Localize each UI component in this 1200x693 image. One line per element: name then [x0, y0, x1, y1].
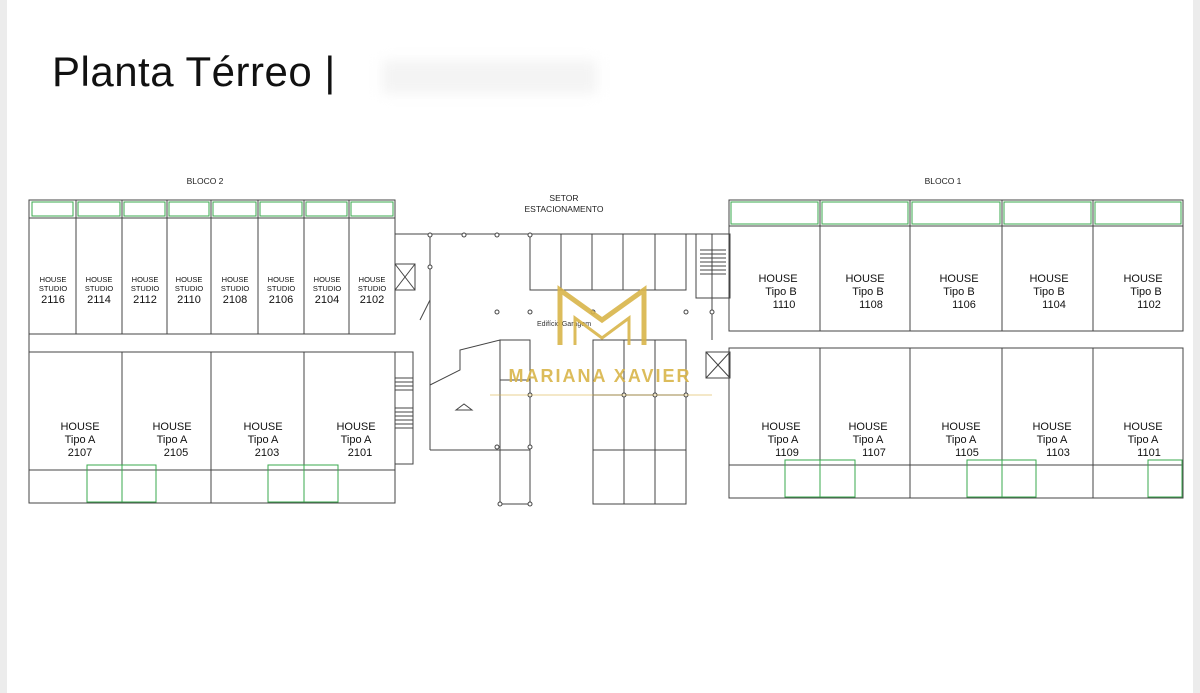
unit-2116-number: 2116	[41, 294, 65, 306]
unit-2104-line2: STUDIO	[313, 284, 342, 293]
unit-2106-number: 2106	[269, 294, 293, 306]
unit-1105-number: 1105	[955, 447, 979, 459]
unit-1107-line1: HOUSE	[848, 421, 887, 433]
unit-2108-line2: STUDIO	[221, 284, 250, 293]
unit-2112-line2: STUDIO	[131, 284, 160, 293]
unit-2116-line2: STUDIO	[39, 284, 68, 293]
watermark-logo-icon	[557, 285, 647, 345]
unit-1102-number: 1102	[1137, 299, 1161, 311]
unit-1103-number: 1103	[1046, 447, 1070, 459]
unit-1107-line2: Tipo A	[853, 434, 884, 446]
unit-1110-line1: HOUSE	[758, 273, 797, 285]
unit-2104-line1: HOUSE	[314, 275, 341, 284]
unit-2101-number: 2101	[348, 447, 372, 459]
garage-building-label: Edifício Garagem	[537, 321, 591, 328]
unit-1109-number: 1109	[775, 447, 799, 459]
unit-1101-line2: Tipo A	[1128, 434, 1159, 446]
page-edge-right	[1193, 0, 1200, 693]
unit-1108-number: 1108	[859, 299, 883, 311]
unit-2101-line1: HOUSE	[336, 421, 375, 433]
unit-2108-number: 2108	[223, 294, 247, 306]
unit-2110-line1: HOUSE	[176, 275, 203, 284]
unit-1106-line2: Tipo B	[943, 286, 974, 298]
page-title: Planta Térreo |	[52, 48, 336, 95]
unit-1104-number: 1104	[1042, 299, 1066, 311]
unit-1104-line1: HOUSE	[1029, 273, 1068, 285]
unit-2102-line2: STUDIO	[358, 284, 387, 293]
unit-1102-line1: HOUSE	[1123, 273, 1162, 285]
unit-2107-number: 2107	[68, 447, 92, 459]
unit-2112-number: 2112	[133, 294, 157, 306]
unit-2114-number: 2114	[87, 294, 111, 306]
unit-2114-line2: STUDIO	[85, 284, 114, 293]
bloco1-outline-top	[728, 199, 1184, 332]
unit-2106-line2: STUDIO	[267, 284, 296, 293]
unit-1101-line1: HOUSE	[1123, 421, 1162, 433]
bloco1-outline-bottom	[728, 347, 1184, 499]
unit-2105-line1: HOUSE	[152, 421, 191, 433]
unit-2102-number: 2102	[360, 294, 384, 306]
unit-2116-line1: HOUSE	[40, 275, 67, 284]
unit-2105-number: 2105	[164, 447, 188, 459]
parking-label-line1: SETOR	[549, 193, 578, 203]
bloco2-outline-top	[28, 199, 396, 335]
watermark-brand: MARIANA XAVIER	[508, 366, 691, 386]
unit-1108-line2: Tipo B	[852, 286, 883, 298]
unit-1104-line2: Tipo B	[1033, 286, 1064, 298]
unit-2105-line2: Tipo A	[157, 434, 188, 446]
blurred-subtitle	[382, 60, 597, 94]
unit-2110-line2: STUDIO	[175, 284, 204, 293]
unit-1110-line2: Tipo B	[765, 286, 796, 298]
unit-1107-number: 1107	[862, 447, 886, 459]
unit-2112-line1: HOUSE	[132, 275, 159, 284]
unit-2110-number: 2110	[177, 294, 201, 306]
unit-1109-line1: HOUSE	[761, 421, 800, 433]
parking-label-line2: ESTACIONAMENTO	[524, 204, 603, 214]
unit-2103-line1: HOUSE	[243, 421, 282, 433]
bloco1-label: BLOCO 1	[925, 176, 962, 186]
unit-1101-number: 1101	[1137, 447, 1161, 459]
unit-2108-line1: HOUSE	[222, 275, 249, 284]
unit-1110-number: 1110	[773, 299, 796, 311]
unit-2107-line1: HOUSE	[60, 421, 99, 433]
unit-labels: HOUSE STUDIO 2116 HOUSE STUDIO 2114 HOUS…	[39, 273, 1163, 459]
unit-1106-number: 1106	[952, 299, 976, 311]
unit-2106-line1: HOUSE	[268, 275, 295, 284]
page-edge-left	[0, 0, 7, 693]
unit-1103-line2: Tipo A	[1037, 434, 1068, 446]
unit-1108-line1: HOUSE	[845, 273, 884, 285]
unit-2103-line2: Tipo A	[248, 434, 279, 446]
unit-1106-line1: HOUSE	[939, 273, 978, 285]
unit-1102-line2: Tipo B	[1130, 286, 1161, 298]
bloco2-label: BLOCO 2	[187, 176, 224, 186]
unit-1109-line2: Tipo A	[768, 434, 799, 446]
unit-2102-line1: HOUSE	[359, 275, 386, 284]
unit-2107-line2: Tipo A	[65, 434, 96, 446]
unit-1103-line1: HOUSE	[1032, 421, 1071, 433]
unit-2104-number: 2104	[315, 294, 339, 306]
unit-2101-line2: Tipo A	[341, 434, 372, 446]
unit-2114-line1: HOUSE	[86, 275, 113, 284]
unit-1105-line1: HOUSE	[941, 421, 980, 433]
unit-1105-line2: Tipo A	[946, 434, 977, 446]
unit-2103-number: 2103	[255, 447, 279, 459]
